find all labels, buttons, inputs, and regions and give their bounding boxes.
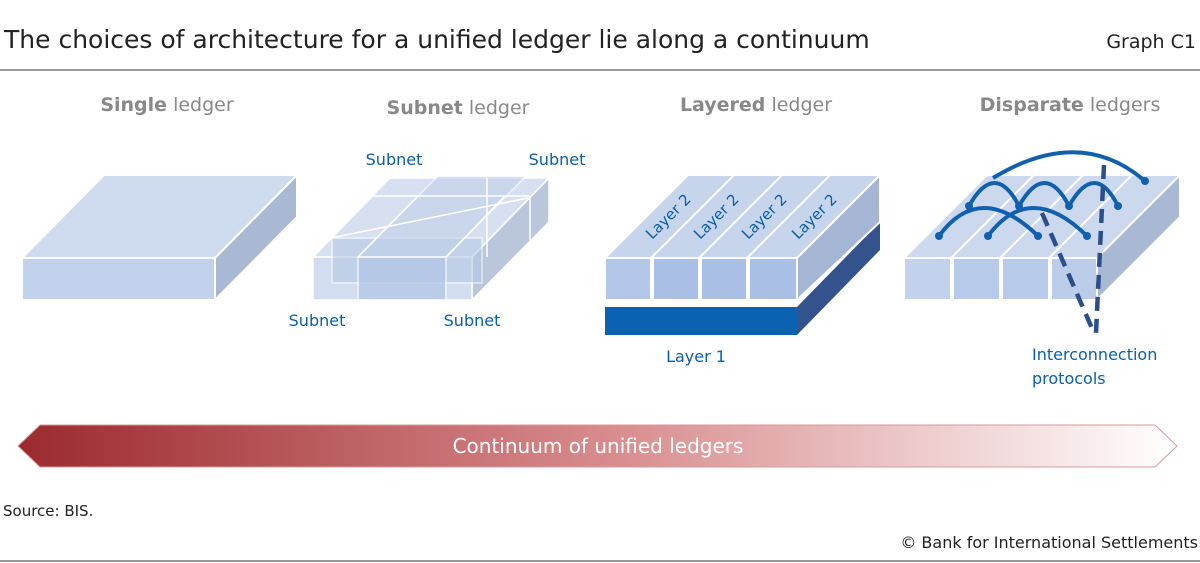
- copyright-note: © Bank for International Settlements: [900, 533, 1198, 552]
- interconnection-label-line2: protocols: [1032, 369, 1106, 388]
- subnet-ledger-block: [311, 175, 551, 302]
- layered-ledger-block: [602, 172, 883, 335]
- source-note: Source: BIS.: [3, 502, 93, 520]
- subnet-label-bottom-right: Subnet: [444, 311, 501, 330]
- interconnection-label-line1: Interconnection: [1032, 345, 1157, 364]
- continuum-label: Continuum of unified ledgers: [453, 434, 744, 458]
- continuum-arrow: [17, 424, 1178, 468]
- connection-nodes: [935, 177, 1149, 240]
- subnet-label-top-left: Subnet: [366, 150, 423, 169]
- subnet-label-bottom-left: Subnet: [289, 311, 346, 330]
- graph-id: Graph C1: [1106, 31, 1196, 53]
- layer1-bar: [605, 307, 797, 335]
- disparate-ledgers-block: [901, 172, 1183, 303]
- panel-header-layered: Layered ledger: [680, 94, 832, 116]
- panel-header-disparate: Disparate ledgers: [980, 94, 1161, 116]
- panel-header-single: Single ledger: [100, 94, 234, 116]
- layer1-label: Layer 1: [666, 347, 726, 366]
- single-ledger-block: [19, 172, 300, 303]
- interconnection-arcs: [937, 150, 1147, 238]
- subnet-label-top-right: Subnet: [529, 150, 586, 169]
- interconnection-dashed-lines: [1039, 164, 1107, 334]
- page-title: The choices of architecture for a unifie…: [3, 25, 870, 54]
- panel-header-subnet: Subnet ledger: [387, 97, 530, 119]
